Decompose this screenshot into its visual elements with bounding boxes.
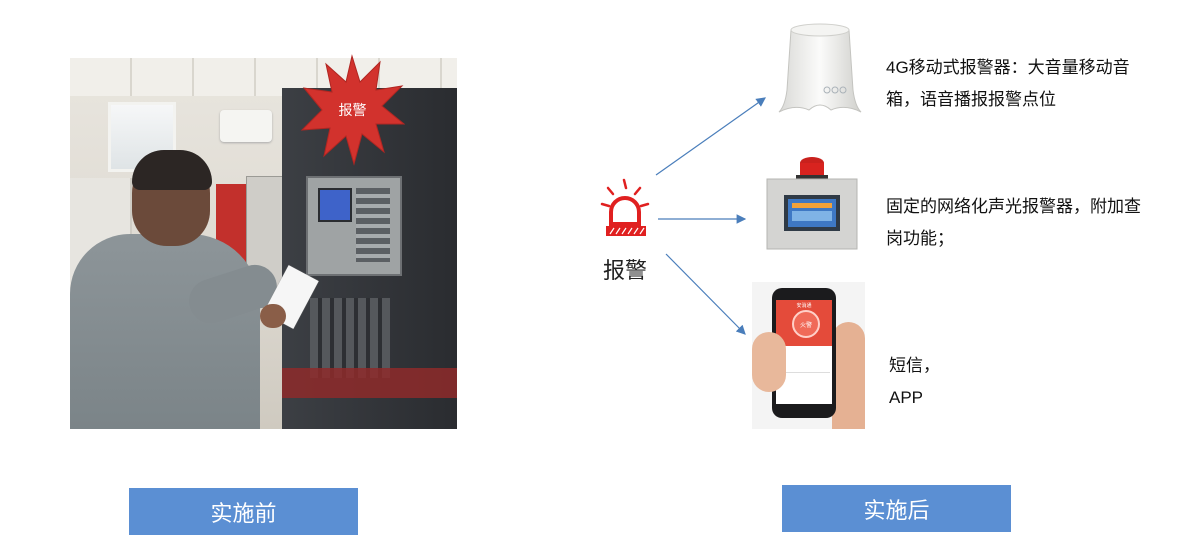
alarm-label: 报警 (602, 258, 647, 283)
phone-alarm-circle: 火警 (792, 310, 820, 338)
arrow-to-speaker (655, 97, 766, 176)
arrow-to-phone (665, 253, 746, 335)
speaker-description: 4G移动式报警器：大音量移动音箱，语音播报报警点位 (886, 58, 1130, 109)
phone-icon: 安消通 火警 (752, 282, 865, 429)
phone-app-title: 安消通 (796, 303, 812, 309)
after-label: 实施后 (782, 485, 1011, 532)
phone-description: 短信， APP (889, 350, 1009, 414)
phone-list-row (778, 362, 830, 373)
phone-description-line-2: APP (889, 388, 924, 407)
worker-body (70, 234, 260, 429)
worker-hair (132, 150, 212, 190)
control-panel-red-strip (282, 368, 457, 398)
hand-left-thumb (752, 332, 786, 392)
air-conditioner (220, 110, 272, 142)
alarm-light-icon (600, 178, 650, 236)
speaker-icon (778, 23, 862, 113)
control-panel-screen (318, 188, 352, 222)
alarm-box-icon (766, 157, 858, 250)
before-label: 实施前 (129, 488, 358, 535)
phone-description-line-1: 短信， (889, 356, 940, 375)
control-panel-switches (310, 298, 390, 378)
alarm-box-description: 固定的网络化声光报警器，附加查岗功能； (886, 197, 1141, 248)
worker-hand (260, 304, 286, 328)
alarm-burst-label: 报警 (338, 101, 367, 118)
hand-right (832, 322, 865, 429)
alarm-burst-icon (300, 54, 405, 166)
control-panel-keys (356, 188, 390, 262)
